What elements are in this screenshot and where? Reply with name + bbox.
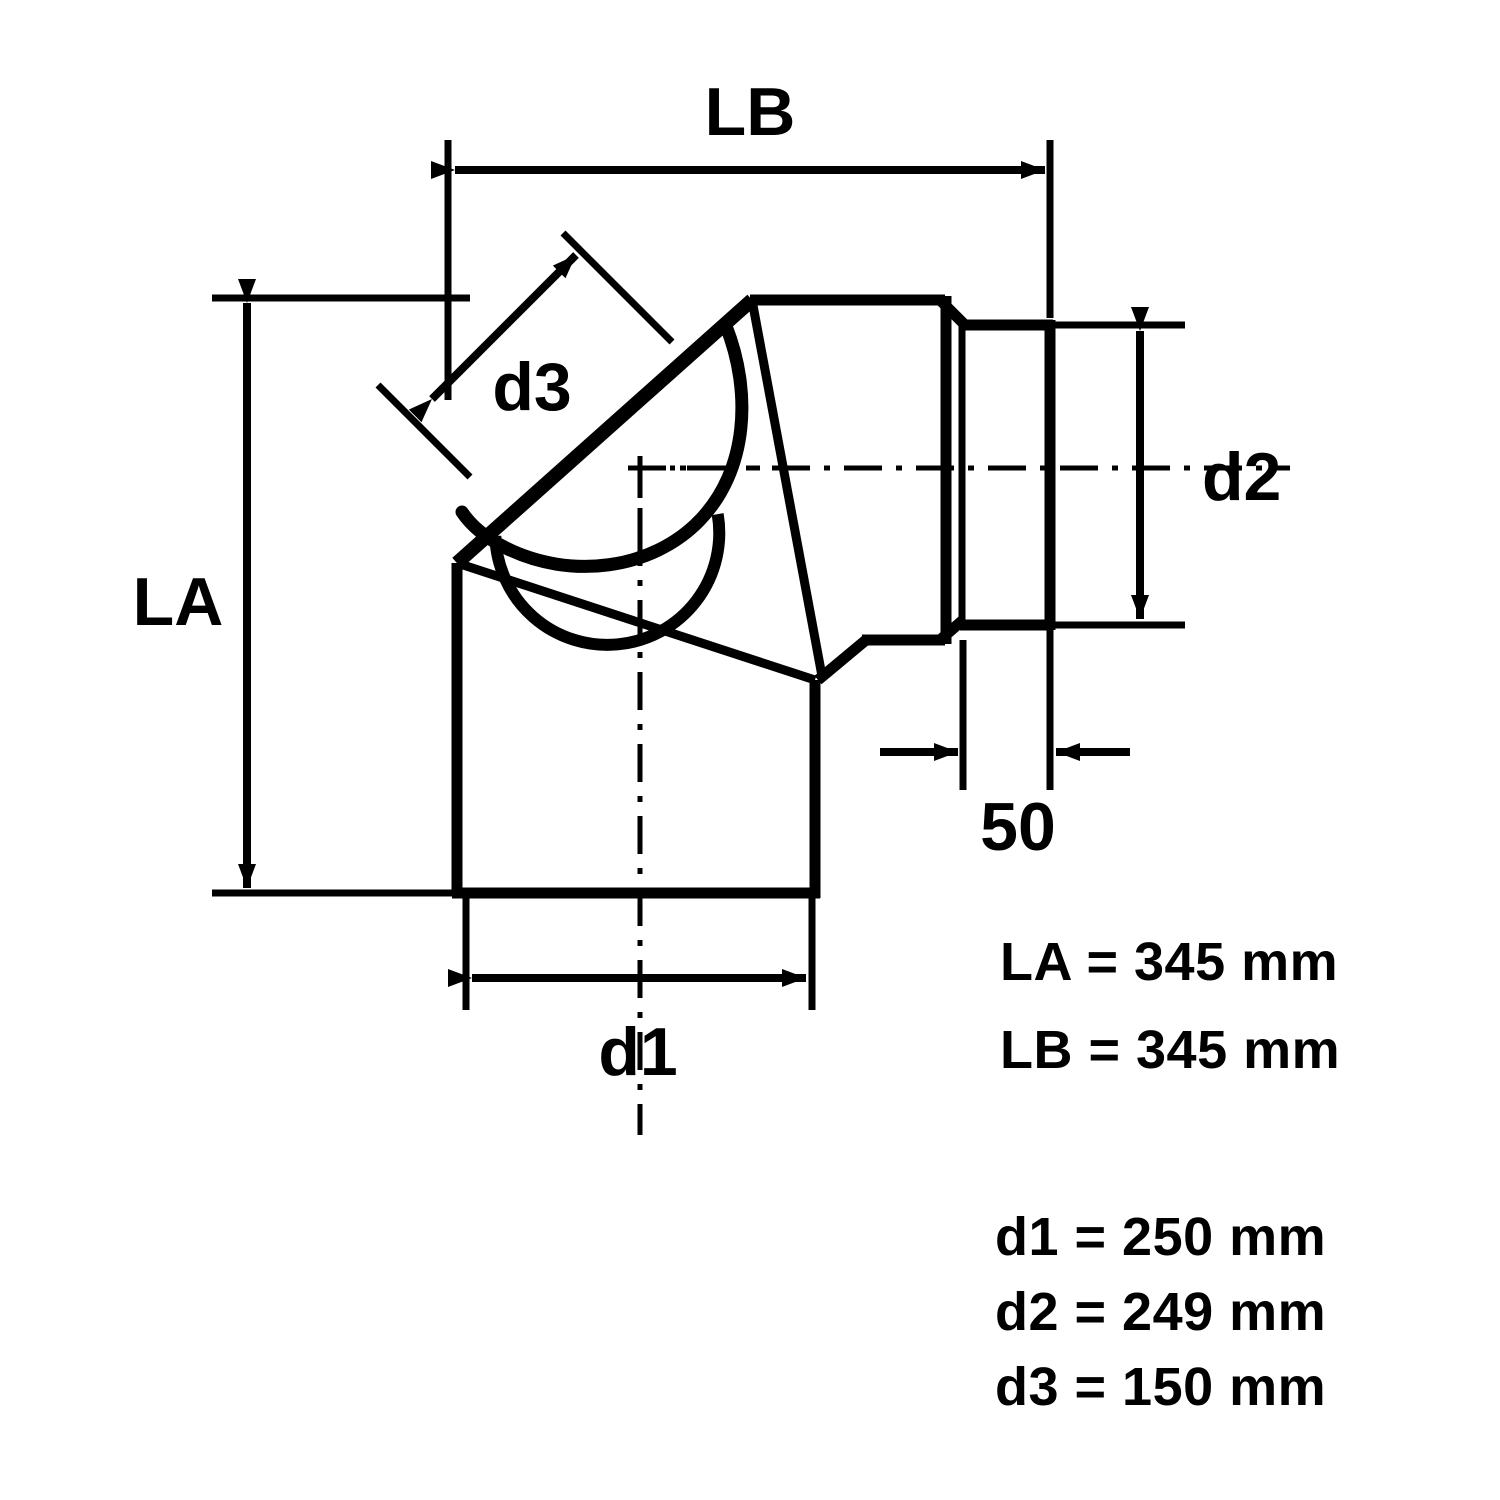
dimension-lines xyxy=(238,161,1149,987)
legend-la: LA = 345 mm xyxy=(1000,932,1338,992)
extension-lines xyxy=(212,140,1185,1010)
ext-d3-upper xyxy=(560,230,675,345)
legend-d1: d1 = 250 mm xyxy=(995,1207,1326,1267)
body-miter-seam-lower xyxy=(455,558,817,685)
elbow-body-outline xyxy=(451,294,1056,899)
legend-d3: d3 = 150 mm xyxy=(995,1357,1326,1417)
dim-label-lb: LB xyxy=(705,74,796,150)
body-miter-seam-upper xyxy=(747,299,827,677)
body-lower-right-slope xyxy=(814,635,870,685)
legend-lb: LB = 345 mm xyxy=(1000,1020,1340,1080)
branch-opening-arc xyxy=(489,513,726,651)
dim-label-d2: d2 xyxy=(1202,439,1281,515)
dim-label-wall-50: 50 xyxy=(980,789,1056,865)
legend-group-lengths: LA = 345 mm LB = 345 mm xyxy=(1000,932,1340,1080)
dim-label-d1: d1 xyxy=(598,1014,677,1090)
legend-group-diameters: d1 = 250 mm d2 = 249 mm d3 = 150 mm xyxy=(995,1207,1326,1417)
dim-label-d3: d3 xyxy=(492,349,571,425)
branch-upper-edge xyxy=(452,295,757,568)
dim-label-la: LA xyxy=(133,564,224,640)
legend-d2: d2 = 249 mm xyxy=(995,1282,1326,1342)
ext-d3-lower xyxy=(375,382,473,480)
